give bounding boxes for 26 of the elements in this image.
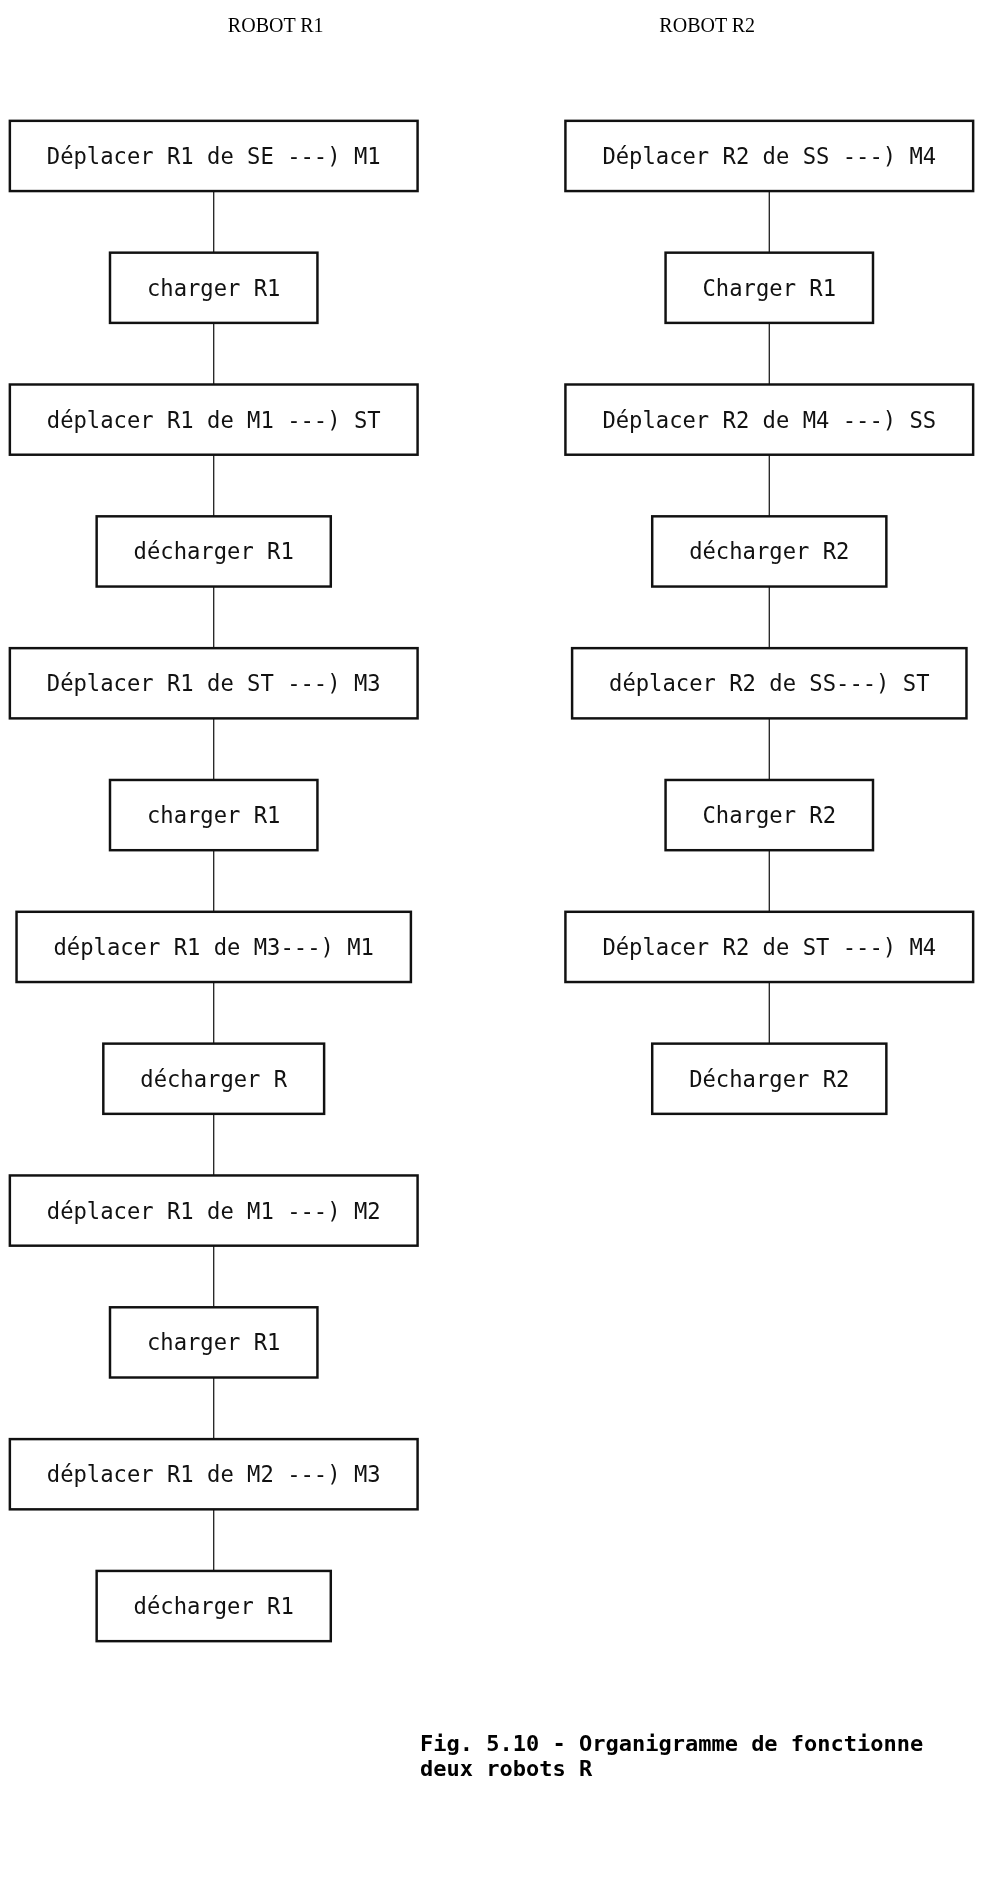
connector	[213, 454, 215, 517]
node-box: déplacer R1 de M1 ---) ST	[8, 383, 419, 456]
node-box: déplacer R1 de M1 ---) M2	[8, 1174, 419, 1247]
node-box: Déplacer R1 de SE ---) M1	[8, 119, 419, 193]
node-box: charger R1	[108, 778, 319, 852]
figure-caption: Fig. 5.10 - Organigramme de fonctionne deux robots R	[420, 1731, 925, 1781]
node-box: décharger R	[102, 1042, 326, 1116]
node-box: Déplacer R2 de SS ---) M4	[564, 119, 975, 193]
node-box: Déplacer R1 de ST ---) M3	[8, 646, 419, 720]
node-box: Charger R2	[664, 778, 875, 852]
node-box: décharger R1	[95, 1569, 333, 1643]
node-box: déplacer R2 de SS---) ST	[570, 646, 968, 720]
column-heading: ROBOT R1	[227, 14, 324, 37]
connector	[213, 1245, 215, 1308]
node-box: Déplacer R2 de ST ---) M4	[564, 910, 975, 984]
node-box: décharger R1	[95, 515, 333, 588]
node-box: charger R1	[108, 1306, 319, 1379]
node-box: charger R1	[108, 251, 319, 325]
node-box: Charger R1	[664, 251, 875, 325]
column-heading: ROBOT R2	[659, 14, 756, 37]
node-box: Déplacer R2 de M4 ---) SS	[564, 383, 975, 456]
node-box: déplacer R1 de M3---) M1	[15, 910, 413, 984]
node-box: déplacer R1 de M2 ---) M3	[8, 1437, 419, 1511]
node-box: Décharger R2	[651, 1042, 888, 1116]
connector	[768, 454, 770, 517]
node-box: décharger R2	[651, 515, 888, 588]
